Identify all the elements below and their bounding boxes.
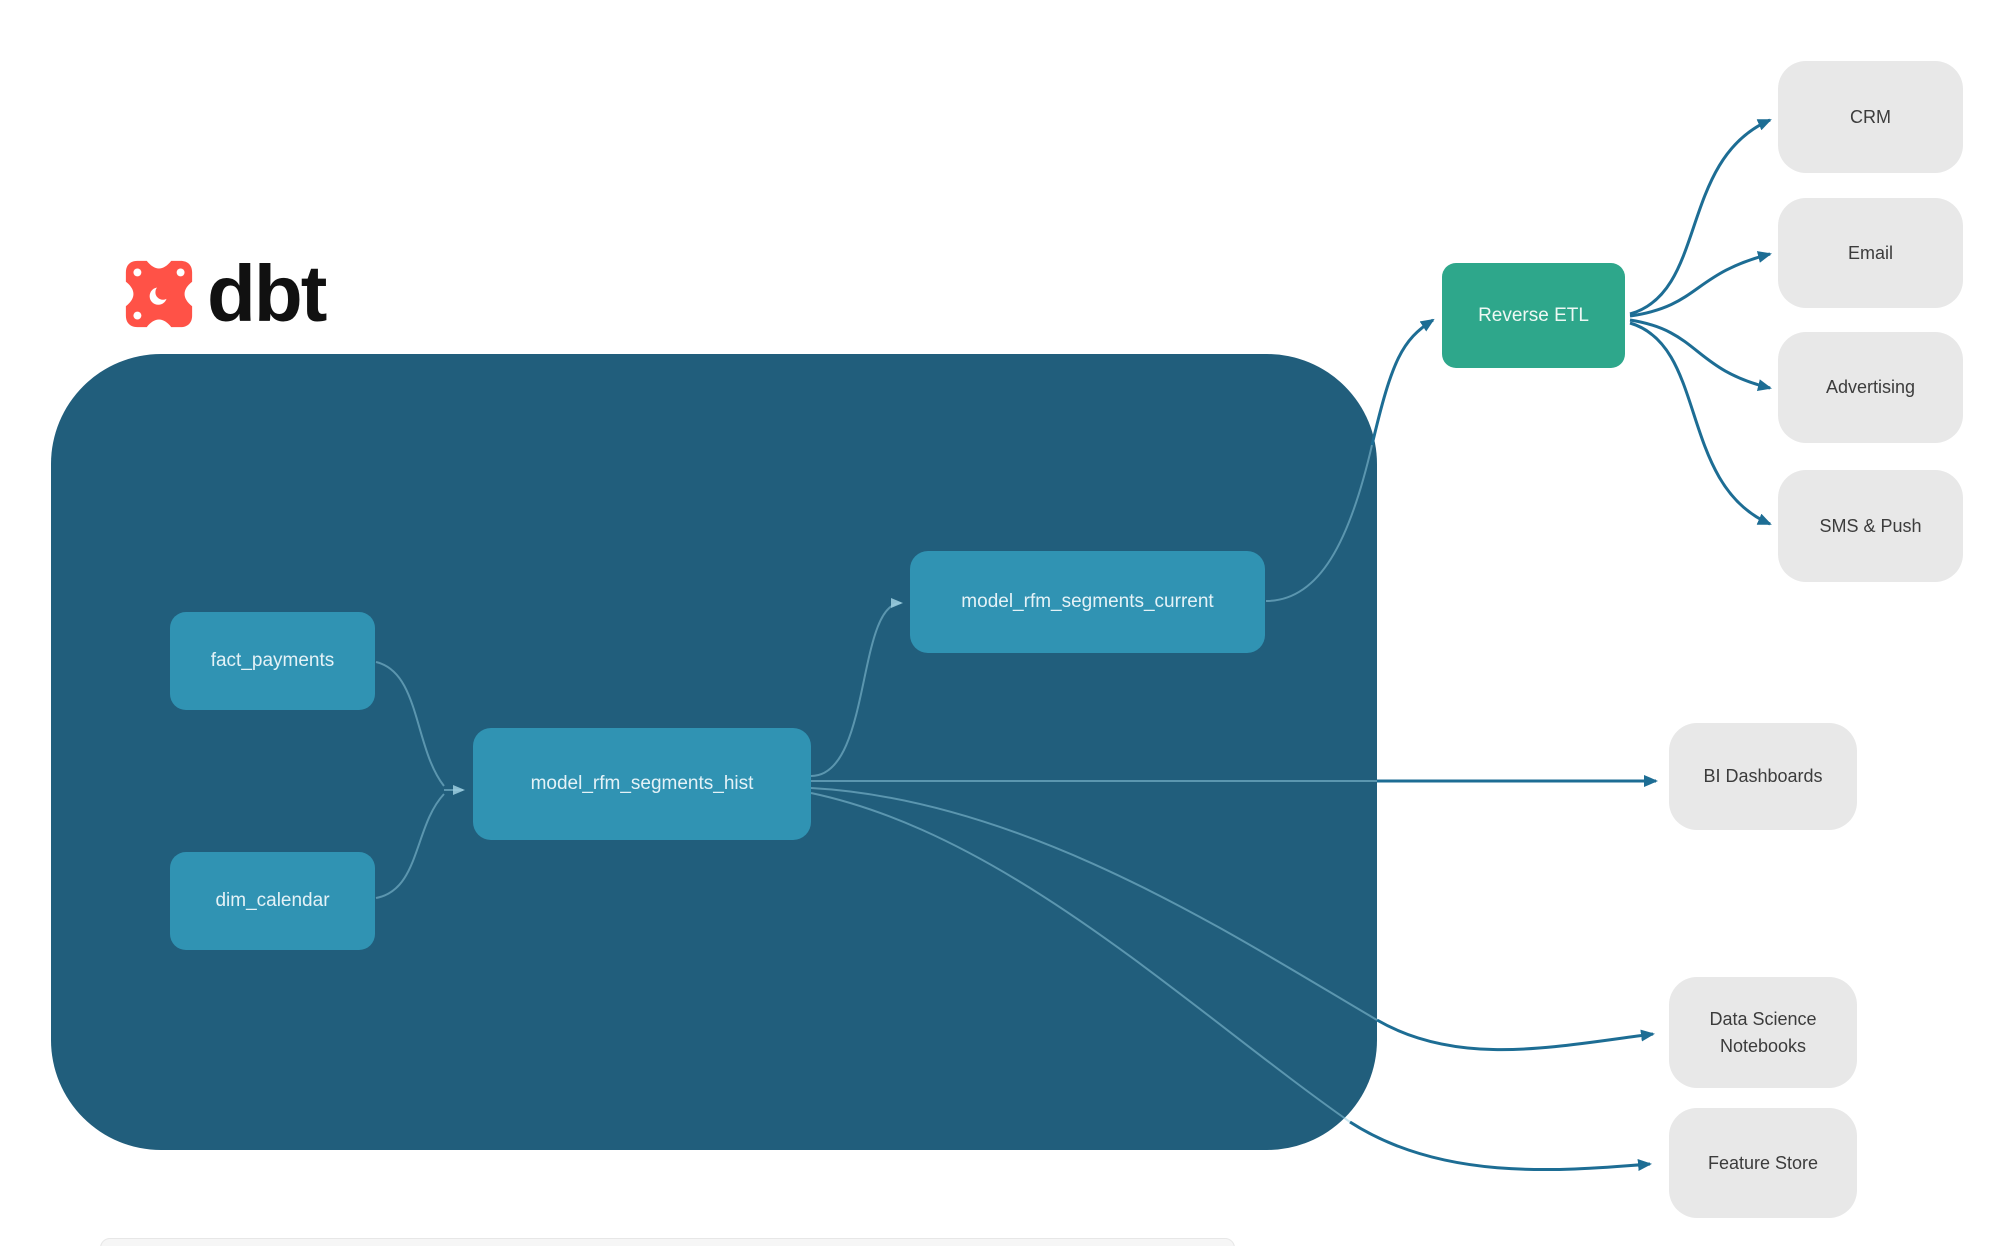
node-label: CRM	[1850, 106, 1891, 127]
node-feature-store: Feature Store	[1669, 1108, 1857, 1218]
node-label: Feature Store	[1707, 1152, 1819, 1173]
node-label: model_rfm_segments_hist	[530, 773, 754, 794]
node-advertising: Advertising	[1778, 332, 1963, 443]
edge-reverse-etl-to-crm	[1629, 118, 1772, 316]
node-label: dim_calendar	[215, 890, 330, 911]
node-label: Reverse ETL	[1478, 304, 1589, 326]
node-dim-calendar: dim_calendar	[170, 852, 375, 950]
edge-reverse-etl-to-sms-push	[1629, 321, 1772, 526]
node-sms-push: SMS & Push	[1778, 470, 1963, 582]
edge-hist-to-feature-store	[1349, 1120, 1652, 1172]
node-model-rfm-segments-hist: model_rfm_segments_hist	[473, 728, 811, 840]
bottom-cutoff-panel	[100, 1238, 1235, 1246]
node-label: Advertising	[1825, 377, 1916, 398]
node-label: fact_payments	[210, 650, 335, 671]
edge-hist-to-data-science-notebooks	[1376, 1018, 1655, 1052]
node-label: SMS & Push	[1819, 515, 1922, 536]
node-label: BI Dashboards	[1703, 766, 1823, 787]
edge-reverse-etl-to-advertising	[1629, 318, 1772, 391]
edge-reverse-etl-to-email	[1629, 251, 1772, 318]
node-data-science-notebooks: Data Science Notebooks	[1669, 977, 1857, 1088]
dbt-wordmark: dbt	[207, 249, 327, 338]
node-crm: CRM	[1778, 61, 1963, 173]
node-reverse-etl: Reverse ETL	[1442, 263, 1625, 368]
node-email: Email	[1778, 198, 1963, 308]
node-model-rfm-segments-current: model_rfm_segments_current	[910, 551, 1265, 653]
node-label: model_rfm_segments_current	[961, 591, 1214, 612]
dbt-logo: dbt	[123, 249, 327, 338]
edge-current-to-reverse-etl	[1370, 318, 1435, 446]
node-label: Email	[1847, 242, 1893, 263]
node-bi-dashboards: BI Dashboards	[1669, 723, 1857, 830]
node-label: Data Science Notebooks	[1709, 1009, 1817, 1056]
node-fact-payments: fact_payments	[170, 612, 375, 710]
dbt-star-icon	[125, 260, 193, 328]
